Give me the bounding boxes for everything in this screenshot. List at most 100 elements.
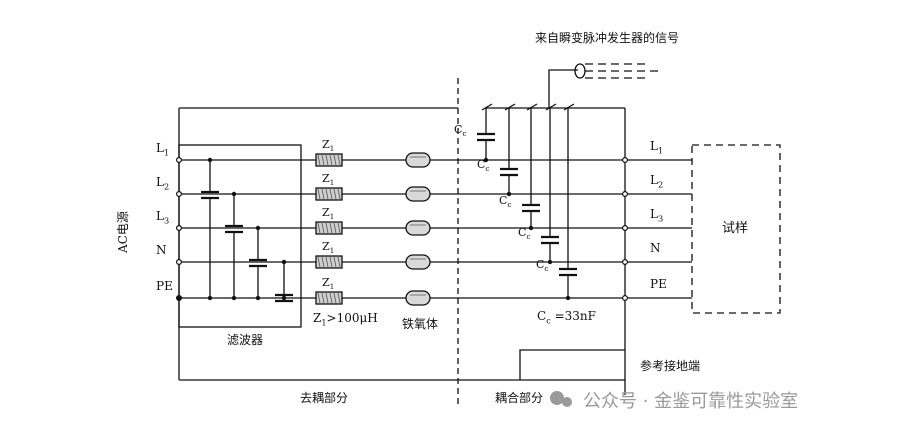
inductor-hatch	[321, 222, 325, 234]
cc-value-label-rest: =33nF	[551, 309, 596, 323]
ferrite-bead-3	[405, 254, 431, 270]
z1-label-2: Z1	[322, 206, 334, 221]
junction-dot	[231, 295, 237, 301]
right-line-label-1-subscript: 2	[658, 179, 663, 189]
inductor-hatch	[321, 154, 325, 166]
coupling-label: 耦合部分	[495, 390, 543, 405]
right-line-label-0-subscript: 1	[658, 145, 663, 155]
signal-feed	[548, 69, 578, 94]
inductor-hatch	[325, 256, 329, 268]
right-line-label-3: N	[650, 241, 661, 255]
inductor-hatch	[317, 292, 321, 304]
switch-arrow-3	[545, 103, 557, 111]
inductor-hatch	[337, 154, 341, 166]
watermark-logo-icon	[550, 391, 564, 405]
circuit-wires	[178, 63, 781, 408]
inductor-hatch	[325, 154, 329, 166]
cc-label-4: Cc	[536, 258, 549, 273]
watermark-text: 公众号 · 金鉴可靠性实验室	[583, 391, 798, 412]
inductor-hatch	[329, 292, 333, 304]
left-line-label-1: L2	[156, 175, 169, 191]
right-line-label-4: PE	[650, 277, 667, 291]
right-terminal-4	[621, 295, 628, 302]
dut-box	[691, 144, 781, 314]
cc-value-label-subscript: c	[546, 315, 551, 325]
decoupling-label: 去耦部分	[300, 390, 348, 405]
ferrite-bead-1	[405, 186, 431, 202]
ferrite-label: 铁氧体	[402, 317, 438, 331]
cc-label-0: Cc	[454, 123, 467, 138]
junction-dot	[255, 295, 261, 301]
inductor-hatch	[317, 256, 321, 268]
circuit-components	[176, 63, 628, 407]
right-line-label-0: L1	[650, 139, 663, 155]
z1-spec-label-rest: >100μH	[327, 311, 378, 325]
junction-dot	[483, 157, 489, 163]
junction-dot	[528, 225, 534, 231]
junction-dot	[281, 295, 287, 301]
inductor-hatch	[325, 222, 329, 234]
right-line-label-2: L3	[650, 207, 663, 223]
inductor-hatch	[321, 256, 325, 268]
signal-connector	[574, 63, 586, 79]
left-line-label-2-subscript: 3	[164, 215, 169, 225]
filter-label: 滤波器	[227, 333, 263, 347]
inductor-hatch	[337, 222, 341, 234]
z1-label-1-subscript: 1	[330, 178, 335, 187]
z1-label-3-subscript: 1	[330, 246, 335, 255]
right-terminal-0	[621, 157, 628, 164]
inductor-hatch	[317, 154, 321, 166]
right-terminal-1	[621, 191, 628, 198]
switch-arrow-0	[481, 103, 493, 111]
z1-label-4: Z1	[322, 276, 334, 291]
z1-label-0-subscript: 1	[330, 144, 335, 153]
left-line-label-0: L1	[156, 141, 169, 157]
switch-arrow-1	[504, 103, 516, 111]
z1-label-0: Z1	[322, 138, 334, 153]
inductor-hatch	[329, 188, 333, 200]
left-terminal-3	[176, 259, 183, 266]
cc-label-2-subscript: c	[507, 200, 511, 209]
inductor-hatch	[329, 154, 333, 166]
z1-label-4-subscript: 1	[330, 282, 335, 291]
source-signal-label: 来自瞬变脉冲发生器的信号	[535, 30, 679, 45]
inductor-hatch	[329, 256, 333, 268]
inductor-hatch	[329, 222, 333, 234]
left-line-label-0-subscript: 1	[164, 147, 169, 157]
ferrite-bead-4	[405, 290, 431, 306]
inductor-hatch	[333, 154, 337, 166]
switch-arrow-4	[563, 103, 575, 111]
left-terminal-2	[176, 225, 183, 232]
ref-ground-bracket	[519, 349, 625, 380]
inductor-hatch	[333, 256, 337, 268]
inductor-hatch	[325, 188, 329, 200]
z1-label-2-subscript: 1	[330, 212, 335, 221]
ferrite-bead-2	[405, 220, 431, 236]
left-terminal-1	[176, 191, 183, 198]
junction-dot	[547, 259, 553, 265]
cc-label-0-subscript: c	[462, 129, 466, 138]
junction-dot	[207, 157, 213, 163]
junction-dot	[565, 295, 571, 301]
cc-label-4-subscript: c	[544, 264, 548, 273]
z1-spec-label: Z1>100μH	[313, 311, 378, 327]
inductor-hatch	[333, 222, 337, 234]
ferrite-bead-0	[405, 152, 431, 168]
inductor-hatch	[337, 292, 341, 304]
left-line-label-1-subscript: 2	[164, 181, 169, 191]
inductor-hatch	[321, 188, 325, 200]
right-terminal-3	[621, 259, 628, 266]
inductor-hatch	[333, 292, 337, 304]
junction-dot	[176, 295, 182, 301]
z1-label-3: Z1	[322, 240, 334, 255]
right-terminal-2	[621, 225, 628, 232]
left-line-label-2: L3	[156, 209, 169, 225]
junction-dot	[231, 191, 237, 197]
inductor-hatch	[337, 188, 341, 200]
cc-value-label: Cc =33nF	[537, 309, 596, 325]
inductor-hatch	[317, 188, 321, 200]
inductor-hatch	[337, 256, 341, 268]
junction-dot	[207, 295, 213, 301]
